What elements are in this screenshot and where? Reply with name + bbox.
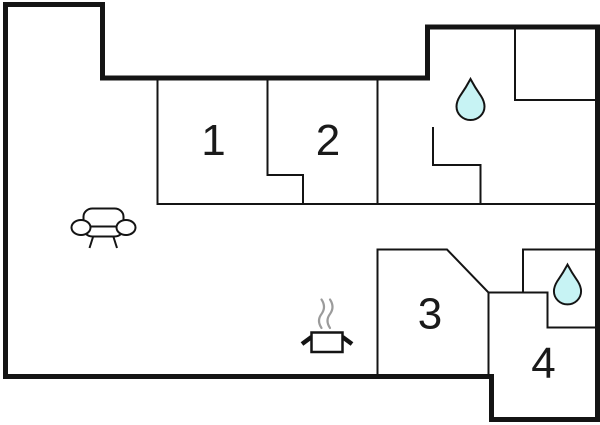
wall-room1-room2-divider: [266, 77, 304, 205]
walls: [3, 2, 600, 422]
exterior-wall: [3, 2, 600, 422]
room-2-label: 2: [316, 116, 340, 165]
room-4-label: 4: [531, 339, 555, 388]
wall-room3: [376, 248, 490, 377]
room-labels: 1 2 3 4: [201, 116, 555, 388]
water-drop-icon: [552, 262, 583, 306]
sofa-icon: [70, 207, 137, 249]
wall-room4-entry: [487, 291, 597, 329]
wall-lower-bathroom: [522, 248, 597, 294]
wall-closet: [514, 28, 597, 101]
stove-pot-icon: [300, 298, 354, 354]
water-drop-icon: [455, 76, 486, 121]
wall-bathroom-partition: [432, 127, 482, 205]
room-3-label: 3: [418, 290, 442, 339]
steam-lines: [317, 298, 334, 330]
room-1-label: 1: [201, 116, 225, 165]
